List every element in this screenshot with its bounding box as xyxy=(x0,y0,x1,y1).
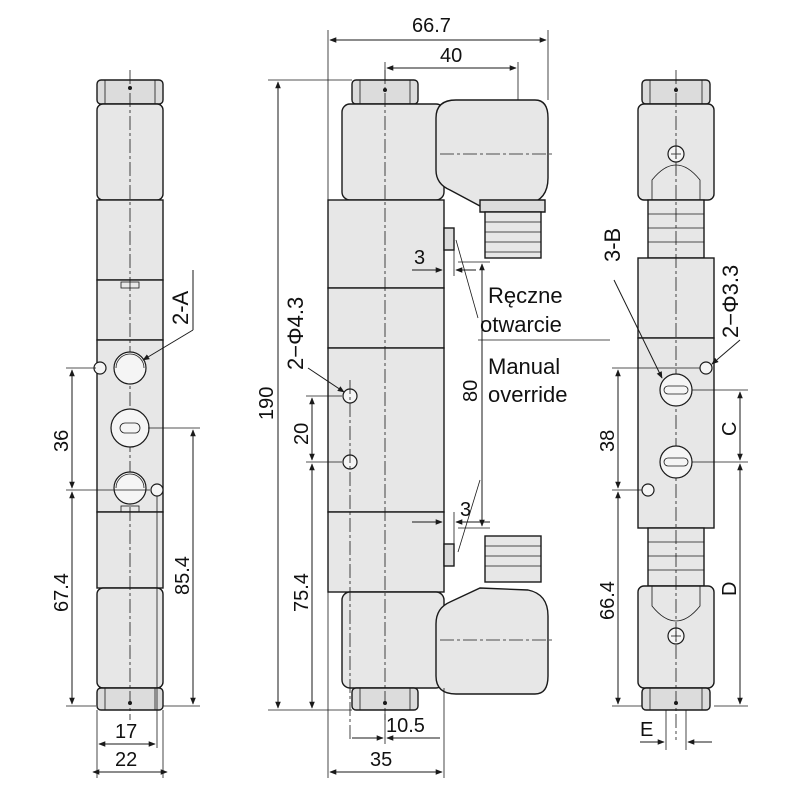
annotation-line3: Manual xyxy=(488,354,560,379)
mid-body-upper xyxy=(327,199,445,289)
left-view: 2-A 36 67.4 85.4 17 22 xyxy=(51,70,200,778)
left-mount-hole-lower xyxy=(150,483,164,497)
dim-d: D xyxy=(719,582,741,596)
manual-override-bottom xyxy=(443,543,455,567)
annotation-line4: override xyxy=(488,382,567,407)
mid-top-connector xyxy=(435,99,549,207)
annotation-line2: otwarcie xyxy=(480,312,562,337)
manual-override-top xyxy=(443,227,455,251)
dim-35: 35 xyxy=(370,749,392,771)
dim-3-top: 3 xyxy=(414,247,425,269)
mid-body-mid xyxy=(327,287,445,349)
label-2-a: 2-A xyxy=(168,290,193,325)
label-3-b: 3-B xyxy=(600,228,625,262)
dim-66-7: 66.7 xyxy=(412,15,451,37)
dim-22: 22 xyxy=(115,749,137,771)
dim-17: 17 xyxy=(115,721,137,743)
dim-38: 38 xyxy=(597,430,619,452)
dim-66-4: 66.4 xyxy=(597,581,619,620)
dim-e: E xyxy=(640,719,653,741)
right-view: 3-B 2−Φ3.3 38 66.4 C D E xyxy=(597,70,748,750)
label-hole-dia-right: 2−Φ3.3 xyxy=(718,265,743,338)
mid-body-lower xyxy=(327,511,445,593)
dim-40: 40 xyxy=(440,45,462,67)
left-port-a-lower xyxy=(113,471,147,505)
annotation-line1: Ręczne xyxy=(488,283,563,308)
dim-85-4: 85.4 xyxy=(172,556,194,595)
right-port-r xyxy=(659,445,693,479)
dim-10-5: 10.5 xyxy=(386,715,425,737)
left-port-a-upper xyxy=(113,351,147,385)
dim-80: 80 xyxy=(460,380,482,402)
right-top-gland xyxy=(647,199,705,259)
mid-top-coil xyxy=(341,103,445,201)
right-port-b xyxy=(659,373,693,407)
right-mount-hole-upper xyxy=(699,361,713,375)
mid-bottom-connector xyxy=(435,587,549,695)
mid-bottom-cable-gland xyxy=(484,535,542,583)
dim-190: 190 xyxy=(256,387,278,420)
dim-36: 36 xyxy=(51,430,73,452)
left-port-p xyxy=(110,408,150,448)
dim-20: 20 xyxy=(291,423,313,445)
middle-view: 2−Φ4.3 66.7 40 190 20 75.4 3 3 xyxy=(256,15,610,778)
dim-67-4: 67.4 xyxy=(51,573,73,612)
dim-75-4: 75.4 xyxy=(291,573,313,612)
mid-body-center xyxy=(327,347,445,513)
mid-top-cable-gland xyxy=(484,211,542,259)
right-mount-hole-lower xyxy=(641,483,655,497)
dim-c: C xyxy=(719,422,741,436)
mid-bottom-coil xyxy=(341,591,445,689)
dim-3-bottom: 3 xyxy=(460,499,471,521)
label-hole-dia-mid: 2−Φ4.3 xyxy=(283,297,308,370)
